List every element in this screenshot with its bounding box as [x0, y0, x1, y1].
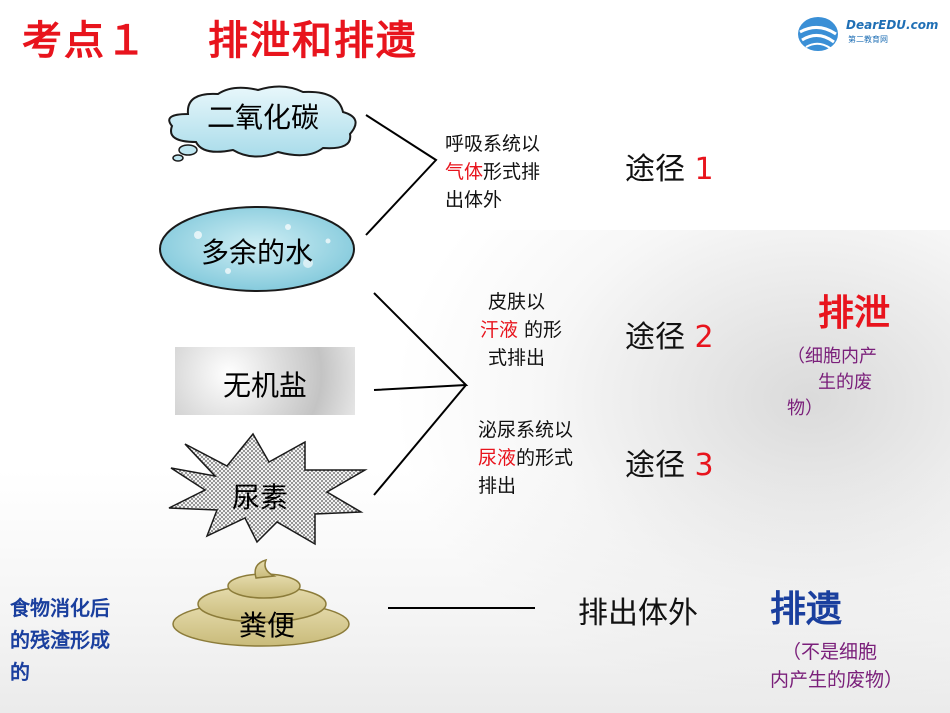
logo-subtitle: 第二教育网 [848, 35, 888, 44]
route2-line1: 皮肤以 [488, 291, 546, 313]
route3-line1: 泌尿系统以 [478, 419, 574, 441]
route3-label: 途径 3 [625, 440, 714, 484]
route2-highlight: 汗液 [480, 319, 519, 341]
background-ink-wash-bottom [0, 470, 950, 713]
logo-icon [798, 17, 838, 51]
urea-starburst [168, 432, 368, 546]
item-water: 多余的水 [200, 236, 313, 269]
route2-number: 2 [694, 320, 714, 355]
item-urea: 尿素 [231, 481, 288, 514]
route3-number: 3 [694, 448, 714, 483]
route1-line2: 气体形式排 [445, 158, 595, 186]
excretion-note-line3: 物） [787, 398, 823, 419]
egestion-note-line1: （不是细胞 [782, 641, 878, 663]
egestion-out: 排出体外 [578, 596, 698, 631]
connector-route3 [373, 384, 467, 496]
excretion-note-line1: （细胞内产 [787, 346, 877, 367]
cloud-shape [168, 85, 357, 162]
egestion-source: 食物消化后 的残渣形成 的 [10, 592, 160, 688]
connector-route2 [373, 292, 469, 391]
route1-line1: 呼吸系统以 [445, 133, 541, 155]
egestion-note-line2: 内产生的废物） [770, 669, 904, 691]
route2-label-text: 途径 [625, 320, 685, 355]
route2-label: 途径 2 [625, 312, 714, 356]
route3-line3: 排出 [478, 475, 517, 497]
water-ellipse [159, 206, 355, 292]
route3-description: 泌尿系统以 尿液的形式 排出 [478, 416, 628, 500]
item-salt: 无机盐 [222, 369, 307, 402]
route2-line2: 汗液 的形 [480, 316, 610, 344]
route1-number: 1 [694, 152, 714, 187]
excretion-title: 排泄 [818, 293, 891, 334]
route1-highlight: 气体 [445, 161, 484, 183]
salt-box [175, 347, 355, 415]
title-part1: 考点１ [22, 18, 148, 64]
route2-description: 皮肤以 汗液 的形 式排出 [480, 288, 610, 372]
route1-label-text: 途径 [625, 152, 685, 187]
connector-route1 [365, 114, 438, 236]
route3-rest: 的形式 [516, 447, 574, 469]
title-part2: 排泄和排遗 [208, 18, 418, 64]
route3-line2: 尿液的形式 [478, 444, 628, 472]
egestion-title: 排遗 [770, 589, 843, 630]
egestion-source-line3: 的 [10, 660, 30, 684]
background-ink-wash [390, 230, 950, 713]
logo-name: DearEDU.com [846, 18, 939, 32]
feces-shape [172, 558, 350, 647]
route3-label-text: 途径 [625, 448, 685, 483]
egestion-note: （不是细胞 内产生的废物） [770, 638, 935, 694]
egestion-source-line2: 的残渣形成 [10, 628, 110, 652]
item-co2: 二氧化碳 [206, 101, 319, 134]
route3-highlight: 尿液 [478, 447, 517, 469]
route2-rest: 的形 [518, 319, 563, 341]
egestion-source-line1: 食物消化后 [10, 596, 110, 620]
excretion-note: （细胞内产 生的废 物） [785, 344, 905, 422]
item-feces: 粪便 [238, 609, 295, 642]
route1-description: 呼吸系统以 气体形式排 出体外 [445, 130, 595, 214]
route1-line3: 出体外 [445, 189, 503, 211]
route2-line3: 式排出 [488, 347, 546, 369]
excretion-note-line2: 生的废 [818, 372, 872, 393]
route1-label: 途径 1 [625, 144, 714, 188]
route1-rest: 形式排 [483, 161, 541, 183]
page-title: 考点１ 排泄和排遗 [22, 8, 418, 66]
